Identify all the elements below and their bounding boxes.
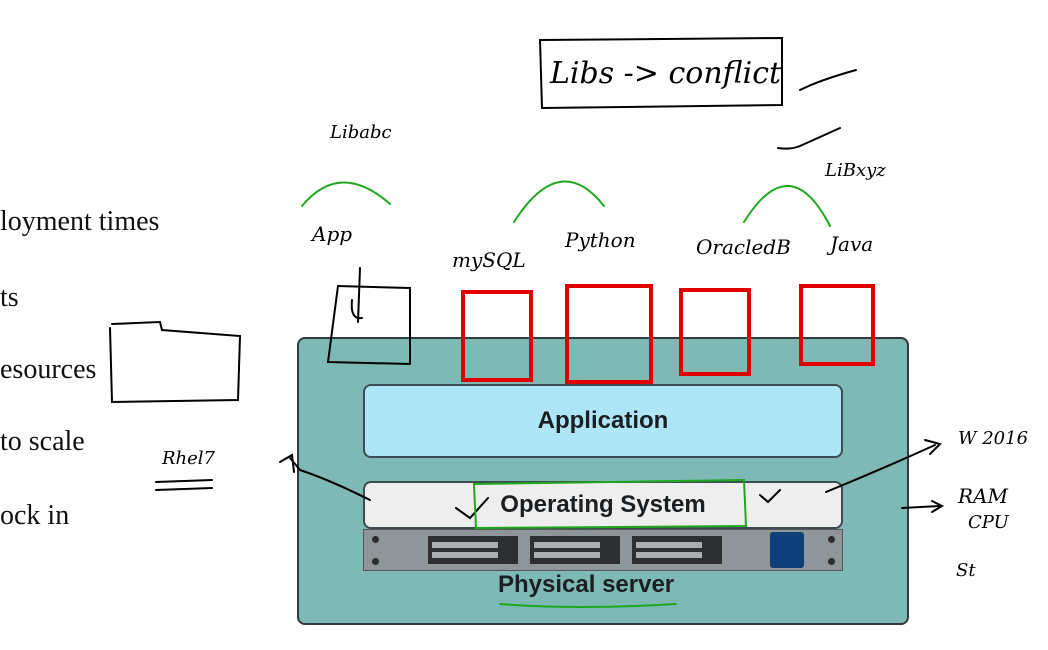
- library-arc-stroke: [513, 180, 605, 223]
- annotation-libxyz: LiBxyz: [825, 160, 886, 181]
- annotation-java: Java: [830, 232, 874, 256]
- annotation-rhel7: Rhel7: [162, 448, 216, 469]
- container-box-python: [565, 284, 653, 384]
- folder-sketch: [109, 320, 242, 404]
- rack-screw-icon: [828, 536, 835, 543]
- operating-system-label: Operating System: [500, 491, 706, 518]
- bullet-deployment-times: loyment times: [0, 206, 160, 237]
- os-highlight-stroke: [472, 478, 748, 530]
- container-box-java: [799, 284, 875, 366]
- application-label: Application: [537, 407, 669, 434]
- library-arc-stroke: [743, 185, 831, 227]
- power-button-icon: [770, 532, 804, 568]
- bullet-scale: to scale: [0, 426, 85, 457]
- rack-screw-icon: [372, 558, 379, 565]
- bullet-resources: esources: [0, 354, 97, 385]
- annotation-oracledb: OracledB: [696, 235, 791, 259]
- arrow-to-os: [289, 457, 371, 501]
- check-mark-icon: [799, 69, 857, 91]
- drive-bay-icon: [428, 536, 518, 564]
- annotation-app: App: [312, 222, 353, 246]
- container-box-oracledb: [679, 288, 751, 376]
- annotation-sto: St: [956, 560, 976, 581]
- annotation-python: Python: [565, 228, 636, 252]
- drive-bay-icon: [530, 536, 620, 564]
- physical-server-label: Physical server: [498, 571, 675, 598]
- rack-screw-icon: [828, 558, 835, 565]
- annotation-cpu: CPU: [968, 512, 1009, 533]
- annotation-libabc: Libabc: [330, 122, 392, 143]
- check-mark-icon: [777, 127, 841, 150]
- operating-system-layer: Operating System: [363, 481, 843, 529]
- drive-bay-icon: [632, 536, 722, 564]
- app-sketch-line: [357, 267, 361, 323]
- conflict-box-stroke: [538, 36, 783, 110]
- server-rack-icon: [363, 529, 843, 571]
- bullet-costs: ts: [0, 282, 19, 313]
- annotation-ram: RAM: [958, 484, 1008, 508]
- check-mark-icon: [455, 497, 489, 520]
- app-sketch-line: [350, 299, 363, 320]
- annotation-libs-conflict: Libs -> conflict: [550, 56, 782, 91]
- arrow-to-w2016: [825, 444, 936, 493]
- rack-screw-icon: [372, 536, 379, 543]
- annotation-w2016: W 2016: [958, 428, 1029, 449]
- bullet-lock-in: ock in: [0, 500, 70, 531]
- app-sketch-box: [326, 284, 411, 366]
- annotation-mysql: mySQL: [452, 248, 526, 272]
- container-box-mysql: [461, 290, 533, 382]
- library-arc-stroke: [301, 181, 391, 207]
- physical-server-underline: [499, 603, 677, 608]
- application-layer: Application: [363, 384, 843, 458]
- check-mark-icon: [759, 489, 781, 504]
- arrow-to-ram: [901, 505, 941, 509]
